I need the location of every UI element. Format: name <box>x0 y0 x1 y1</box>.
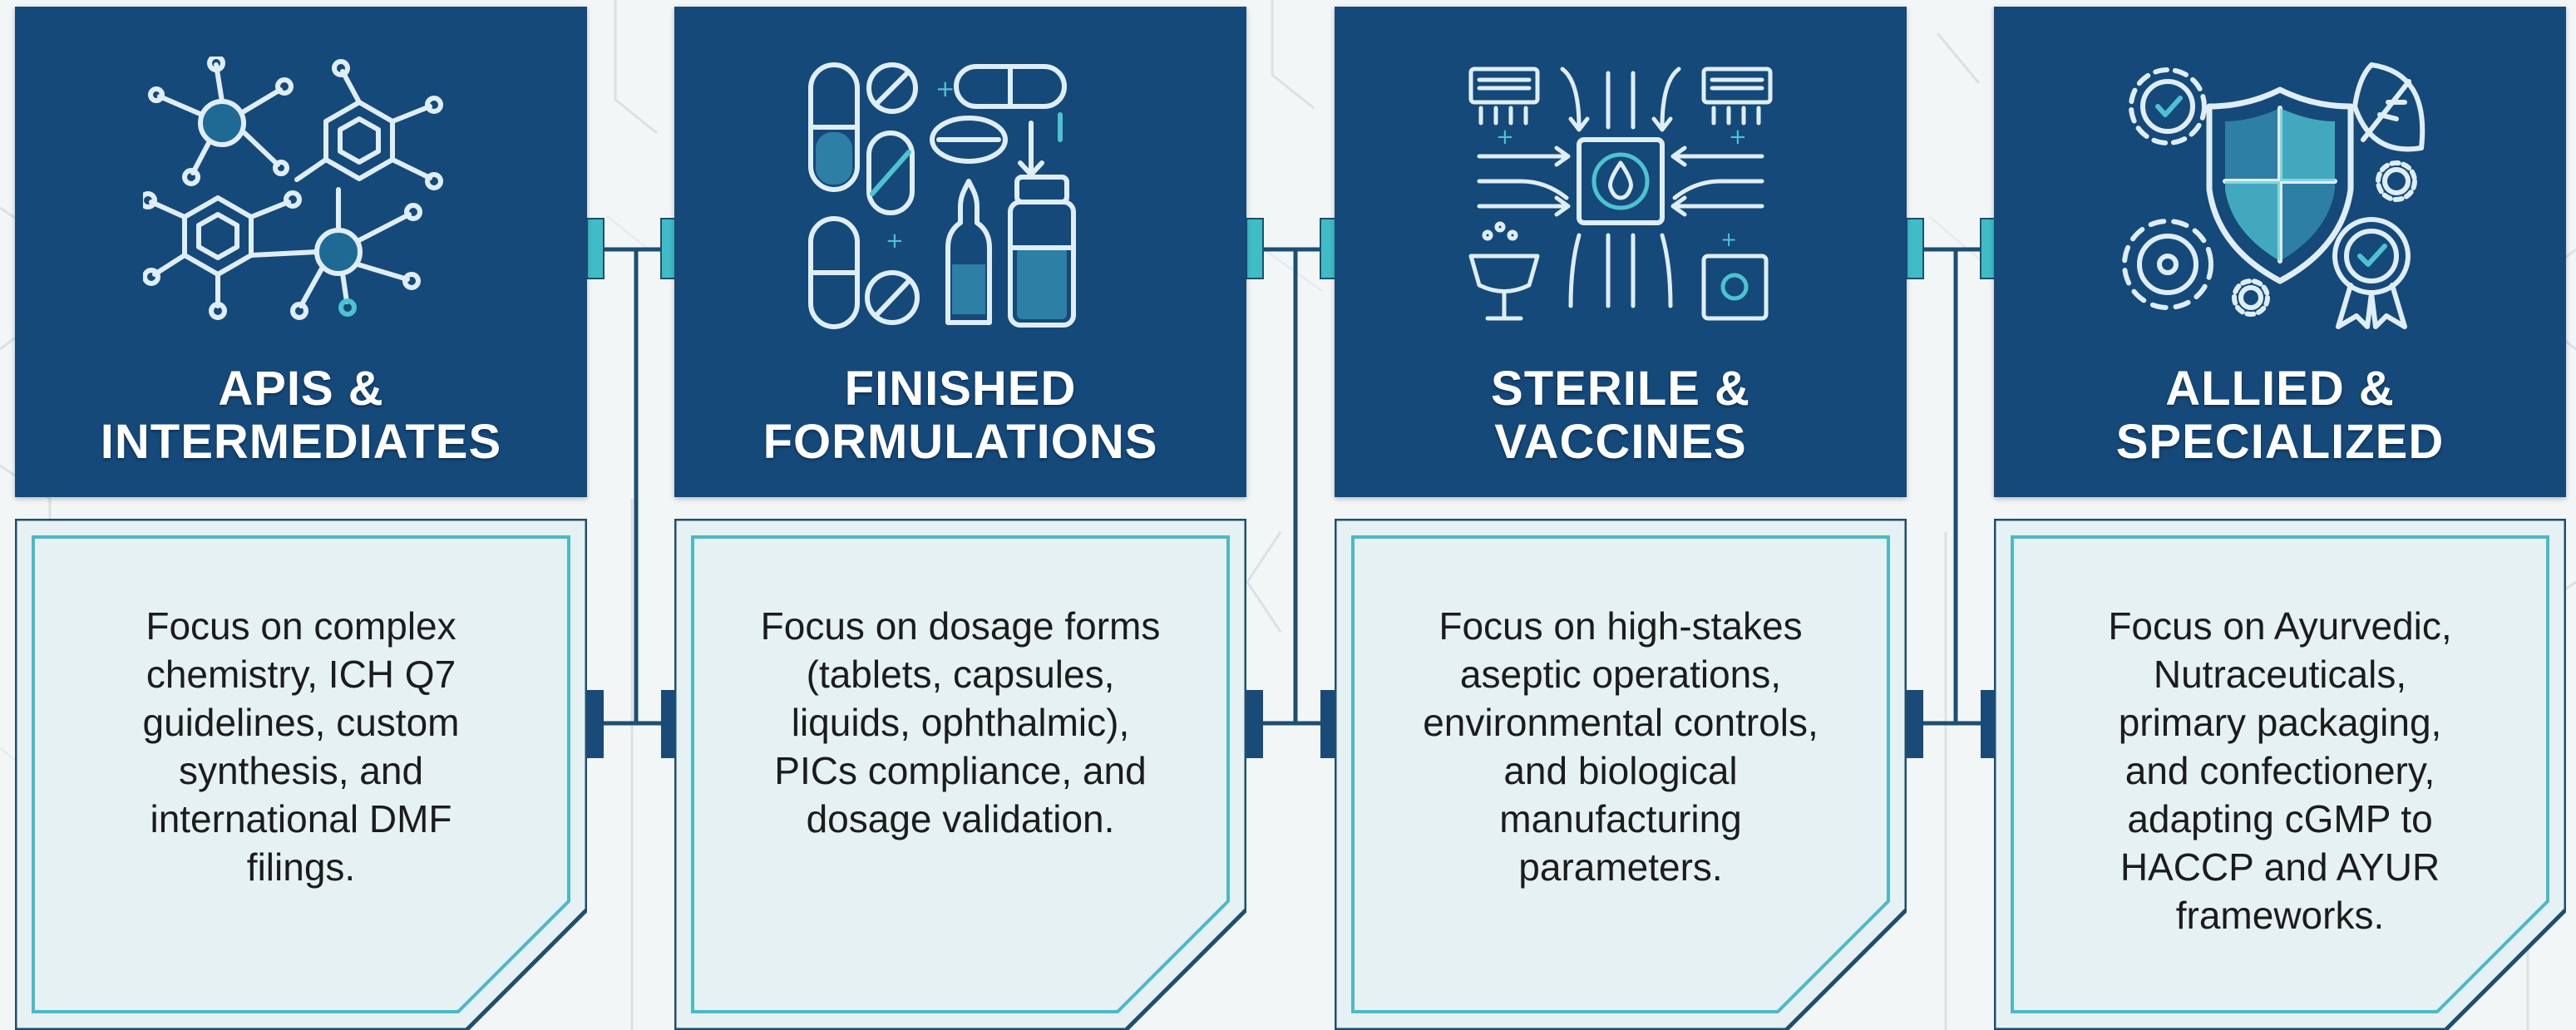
svg-text:+: + <box>1720 228 1737 251</box>
category-title-line: SPECIALIZED <box>2115 415 2445 469</box>
description-line: dosage validation. <box>806 797 1115 840</box>
description-line: parameters. <box>1518 845 1723 889</box>
description-line: environmental controls, <box>1423 701 1818 744</box>
category-description: Focus on complex chemistry, ICH Q7 guide… <box>73 602 529 891</box>
description-line: Nutraceuticals, <box>2153 653 2407 696</box>
category-column-formulations: + + <box>674 0 1246 1030</box>
category-title-line: STERILE & <box>1491 362 1750 416</box>
category-title-line: FORMULATIONS <box>762 415 1158 469</box>
description-line: PICs compliance, and <box>774 749 1147 792</box>
pills-capsules-icon: + + <box>802 57 1118 331</box>
description-line: liquids, ophthalmic), <box>791 701 1130 744</box>
description-line: Focus on Ayurvedic, <box>2108 604 2452 648</box>
category-header-card: + + <box>674 7 1246 497</box>
description-line: guidelines, custom <box>142 701 460 744</box>
category-title: ALLIED & SPECIALIZED <box>1994 362 2566 469</box>
category-header-card: APIS & INTERMEDIATES <box>15 7 587 497</box>
description-line: Focus on dosage forms <box>760 604 1161 648</box>
description-line: chemistry, ICH Q7 <box>146 653 456 696</box>
svg-text:+: + <box>886 229 904 254</box>
description-line: and biological <box>1503 749 1738 792</box>
category-description-card: Focus on dosage forms (tablets, capsules… <box>674 519 1246 1030</box>
category-description: Focus on dosage forms (tablets, capsules… <box>733 602 1188 843</box>
category-header-card: ALLIED & SPECIALIZED <box>1994 7 2566 497</box>
category-description-card: Focus on high-stakes aseptic operations,… <box>1335 519 1907 1030</box>
description-line: filings. <box>246 845 356 889</box>
category-description-card: Focus on Ayurvedic, Nutraceuticals, prim… <box>1994 519 2566 1030</box>
category-title-line: INTERMEDIATES <box>100 415 502 469</box>
description-line: (tablets, capsules, <box>806 653 1115 696</box>
description-line: HACCP and AYUR <box>2120 845 2440 889</box>
description-line: manufacturing <box>1499 797 1742 840</box>
category-title-line: APIS & <box>218 362 384 416</box>
category-description-card: Focus on complex chemistry, ICH Q7 guide… <box>15 519 587 1030</box>
category-column-allied: ALLIED & SPECIALIZED Focus on Ayurvedic,… <box>1994 0 2566 1030</box>
category-title: APIS & INTERMEDIATES <box>15 362 587 469</box>
cleanroom-airflow-icon: + + + <box>1463 57 1779 331</box>
description-line: frameworks. <box>2175 894 2385 937</box>
category-title-line: FINISHED <box>844 362 1077 416</box>
category-title-line: ALLIED & <box>2165 362 2395 416</box>
category-header-card: + + + STERILE & VACCINES <box>1335 7 1907 497</box>
svg-text:+: + <box>1729 125 1747 150</box>
shield-gears-leaf-icon <box>2122 57 2438 331</box>
description-line: and confectionery, <box>2124 749 2435 792</box>
category-description: Focus on Ayurvedic, Nutraceuticals, prim… <box>2052 602 2508 939</box>
svg-text:+: + <box>935 75 955 102</box>
category-column-sterile: + + + STERILE & VACCINES <box>1335 0 1907 1030</box>
molecule-icon <box>139 54 459 331</box>
description-line: synthesis, and <box>178 749 424 792</box>
description-line: primary packaging, <box>2118 701 2442 744</box>
category-description: Focus on high-stakes aseptic operations,… <box>1393 602 1848 891</box>
description-line: aseptic operations, <box>1459 653 1782 696</box>
category-column-apis: APIS & INTERMEDIATES Focus on complex ch… <box>15 0 587 1030</box>
category-title-line: VACCINES <box>1494 415 1747 469</box>
description-line: adapting cGMP to <box>2127 797 2433 840</box>
category-title: FINISHED FORMULATIONS <box>674 362 1246 469</box>
category-title: STERILE & VACCINES <box>1335 362 1907 469</box>
description-line: international DMF <box>150 797 452 840</box>
description-line: Focus on high-stakes <box>1439 604 1803 648</box>
description-line: Focus on complex <box>146 604 456 648</box>
svg-text:+: + <box>1496 125 1514 150</box>
